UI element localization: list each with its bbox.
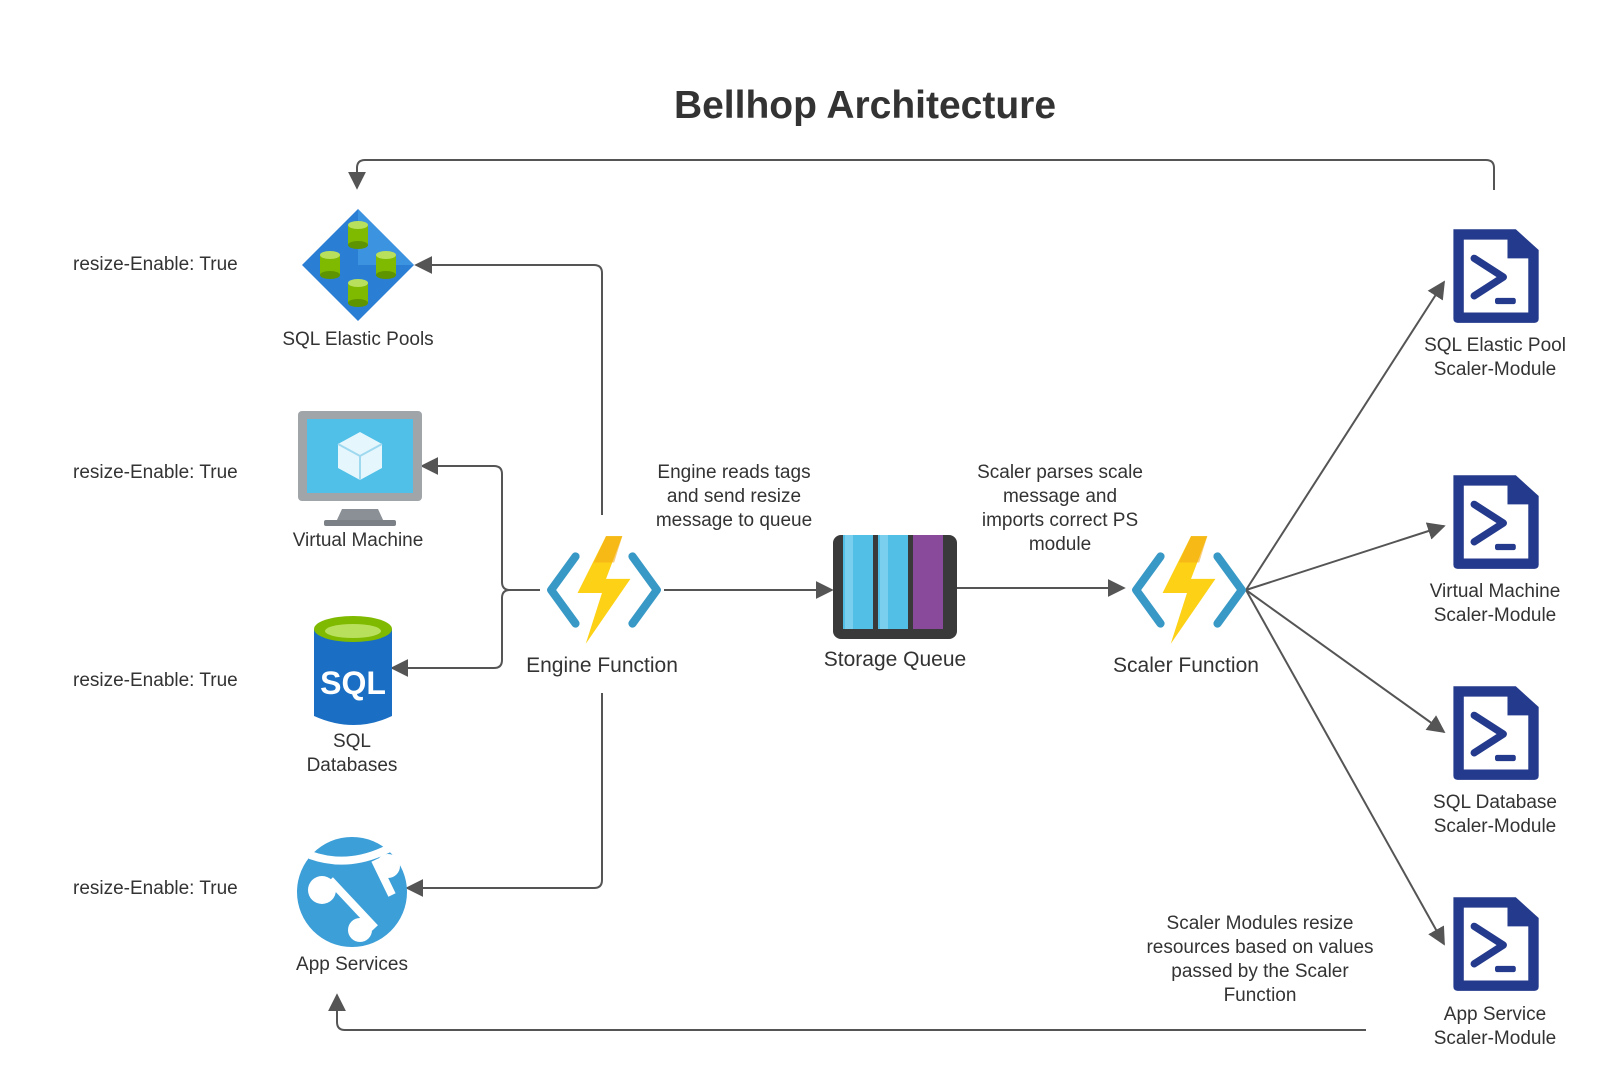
- note-engine-line: Engine reads tags: [657, 462, 811, 483]
- label-storage-queue: Storage Queue: [823, 648, 967, 671]
- app-service-icon: [297, 837, 407, 947]
- arrow-scaler-to-sql-elastic-pool-module: [1245, 280, 1445, 591]
- module-label-line: SQL Database: [1433, 792, 1557, 813]
- arrow-engine-to-app-services: [405, 693, 603, 897]
- note-modules: Scaler Modules resize resources based on…: [1125, 912, 1395, 1008]
- powershell-script-icon: [1453, 475, 1538, 569]
- label-engine-function: Engine Function: [526, 654, 678, 677]
- label-sql-database-module: SQL Database Scaler-Module: [1395, 791, 1595, 839]
- label-sql-databases: SQL Databases: [252, 730, 452, 778]
- note-scaler-line: imports correct PS: [981, 510, 1139, 531]
- sql-database-icon: SQL: [314, 616, 392, 725]
- arrow-engine-to-sql-databases: [390, 589, 511, 677]
- arrow-return-top: [348, 159, 1495, 190]
- sql-elastic-pool-icon: [302, 209, 414, 321]
- label-sql-elastic-pools: SQL Elastic Pools: [282, 329, 434, 350]
- note-modules-line: resources based on values: [1146, 937, 1374, 958]
- module-label-line: Scaler-Module: [1433, 816, 1557, 837]
- powershell-script-icon: [1453, 897, 1538, 991]
- module-label-line: Scaler-Module: [1433, 1028, 1557, 1049]
- tag-sql-elastic-pools: resize-Enable: True: [73, 254, 238, 275]
- azure-function-icon: [551, 536, 657, 644]
- powershell-script-icon: [1453, 686, 1538, 780]
- note-engine-line: message to queue: [655, 510, 813, 531]
- powershell-script-icon: [1453, 229, 1538, 323]
- note-scaler-line: Scaler parses scale: [977, 462, 1143, 483]
- storage-queue-icon: [833, 535, 957, 639]
- virtual-machine-icon: [298, 411, 422, 526]
- module-label-line: Scaler-Module: [1433, 359, 1557, 380]
- module-label-line: Scaler-Module: [1433, 605, 1557, 626]
- arrow-engine-to-sql-elastic-pools: [414, 256, 603, 515]
- arrow-return-bottom: [328, 993, 1366, 1031]
- label-app-service-module: App Service Scaler-Module: [1395, 1003, 1595, 1051]
- label-scaler-function: Scaler Function: [1113, 654, 1259, 677]
- note-scaler-line: message and: [1002, 486, 1118, 507]
- tag-app-services: resize-Enable: True: [73, 878, 238, 899]
- label-virtual-machine-module: Virtual Machine Scaler-Module: [1395, 580, 1595, 628]
- note-modules-line: Scaler Modules resize: [1166, 913, 1354, 934]
- label-app-services: App Services: [296, 954, 408, 975]
- tag-sql-databases: resize-Enable: True: [73, 670, 238, 691]
- label-virtual-machine: Virtual Machine: [292, 530, 424, 551]
- module-label-line: Virtual Machine: [1429, 581, 1561, 602]
- arrow-scaler-to-virtual-machine-module: [1245, 522, 1446, 591]
- label-sql-databases-line2: Databases: [306, 755, 398, 776]
- arrow-engine-to-virtual-machine: [420, 457, 540, 591]
- connectors: [328, 159, 1495, 1031]
- note-scaler: Scaler parses scale message and imports …: [945, 461, 1175, 557]
- tag-virtual-machine: resize-Enable: True: [73, 462, 238, 483]
- note-engine: Engine reads tags and send resize messag…: [624, 461, 844, 533]
- sql-icon-label: SQL: [320, 665, 386, 701]
- arrow-scaler-to-app-service-module: [1245, 589, 1445, 946]
- diagram-title: Bellhop Architecture: [673, 84, 1057, 127]
- note-scaler-line: module: [1028, 534, 1092, 555]
- note-modules-line: passed by the Scaler: [1171, 961, 1349, 982]
- module-label-line: App Service: [1443, 1004, 1547, 1025]
- module-label-line: SQL Elastic Pool: [1424, 335, 1566, 356]
- arrow-scaler-to-sql-database-module: [1245, 589, 1446, 734]
- note-engine-line: and send resize: [666, 486, 802, 507]
- label-sql-databases-line1: SQL: [332, 731, 372, 752]
- note-modules-line: Function: [1223, 985, 1297, 1006]
- label-sql-elastic-pool-module: SQL Elastic Pool Scaler-Module: [1395, 334, 1595, 382]
